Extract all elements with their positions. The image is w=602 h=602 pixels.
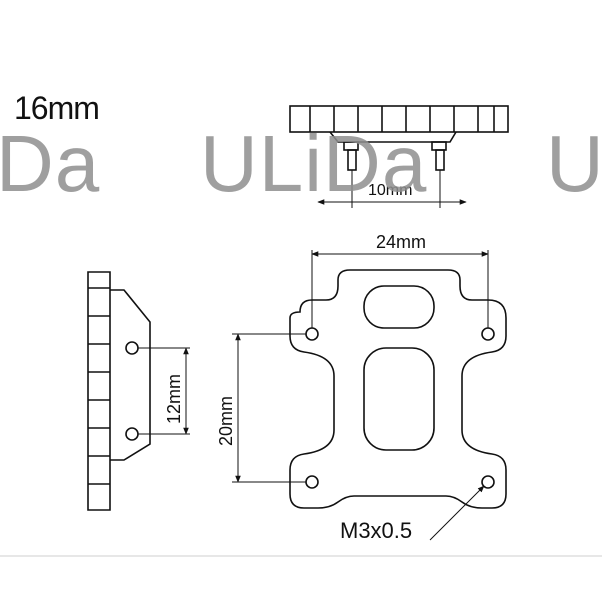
side-view-fin-dividers — [88, 287, 110, 485]
top-view-fin-dividers — [309, 106, 495, 132]
top-view — [289, 105, 509, 208]
side-view-base — [110, 289, 151, 461]
thickness-label: 16mm — [14, 90, 100, 126]
top-view-right-boss — [431, 141, 447, 171]
front-hole-bottom-right — [481, 475, 495, 489]
thread-leader-line — [429, 485, 485, 541]
front-plate-inner-outline — [352, 286, 452, 308]
hole-width-label: 24mm — [376, 232, 426, 252]
front-hole-bottom-left — [305, 475, 319, 489]
top-view-fin-body — [289, 105, 509, 133]
side-view-hole-top — [125, 341, 139, 355]
watermark-middle: ULiDa — [200, 119, 428, 208]
front-plate-outline — [289, 269, 507, 509]
watermark-right: U — [546, 119, 602, 208]
side-view-hole-bottom — [125, 427, 139, 441]
top-view-base — [329, 131, 457, 143]
side-hole-spacing-label: 12mm — [164, 374, 184, 424]
front-hole-top-left — [305, 327, 319, 341]
thread-label: M3x0.5 — [340, 518, 412, 543]
front-plate-lower-window — [363, 347, 435, 451]
watermark-left: Da — [0, 119, 101, 208]
boss-spacing-label: 10mm — [368, 182, 412, 199]
hole-height-label: 20mm — [216, 396, 236, 446]
front-view — [232, 250, 507, 541]
front-hole-top-right — [481, 327, 495, 341]
side-view — [87, 271, 190, 511]
side-view-fin — [87, 271, 111, 511]
front-plate-upper-window — [363, 285, 435, 329]
